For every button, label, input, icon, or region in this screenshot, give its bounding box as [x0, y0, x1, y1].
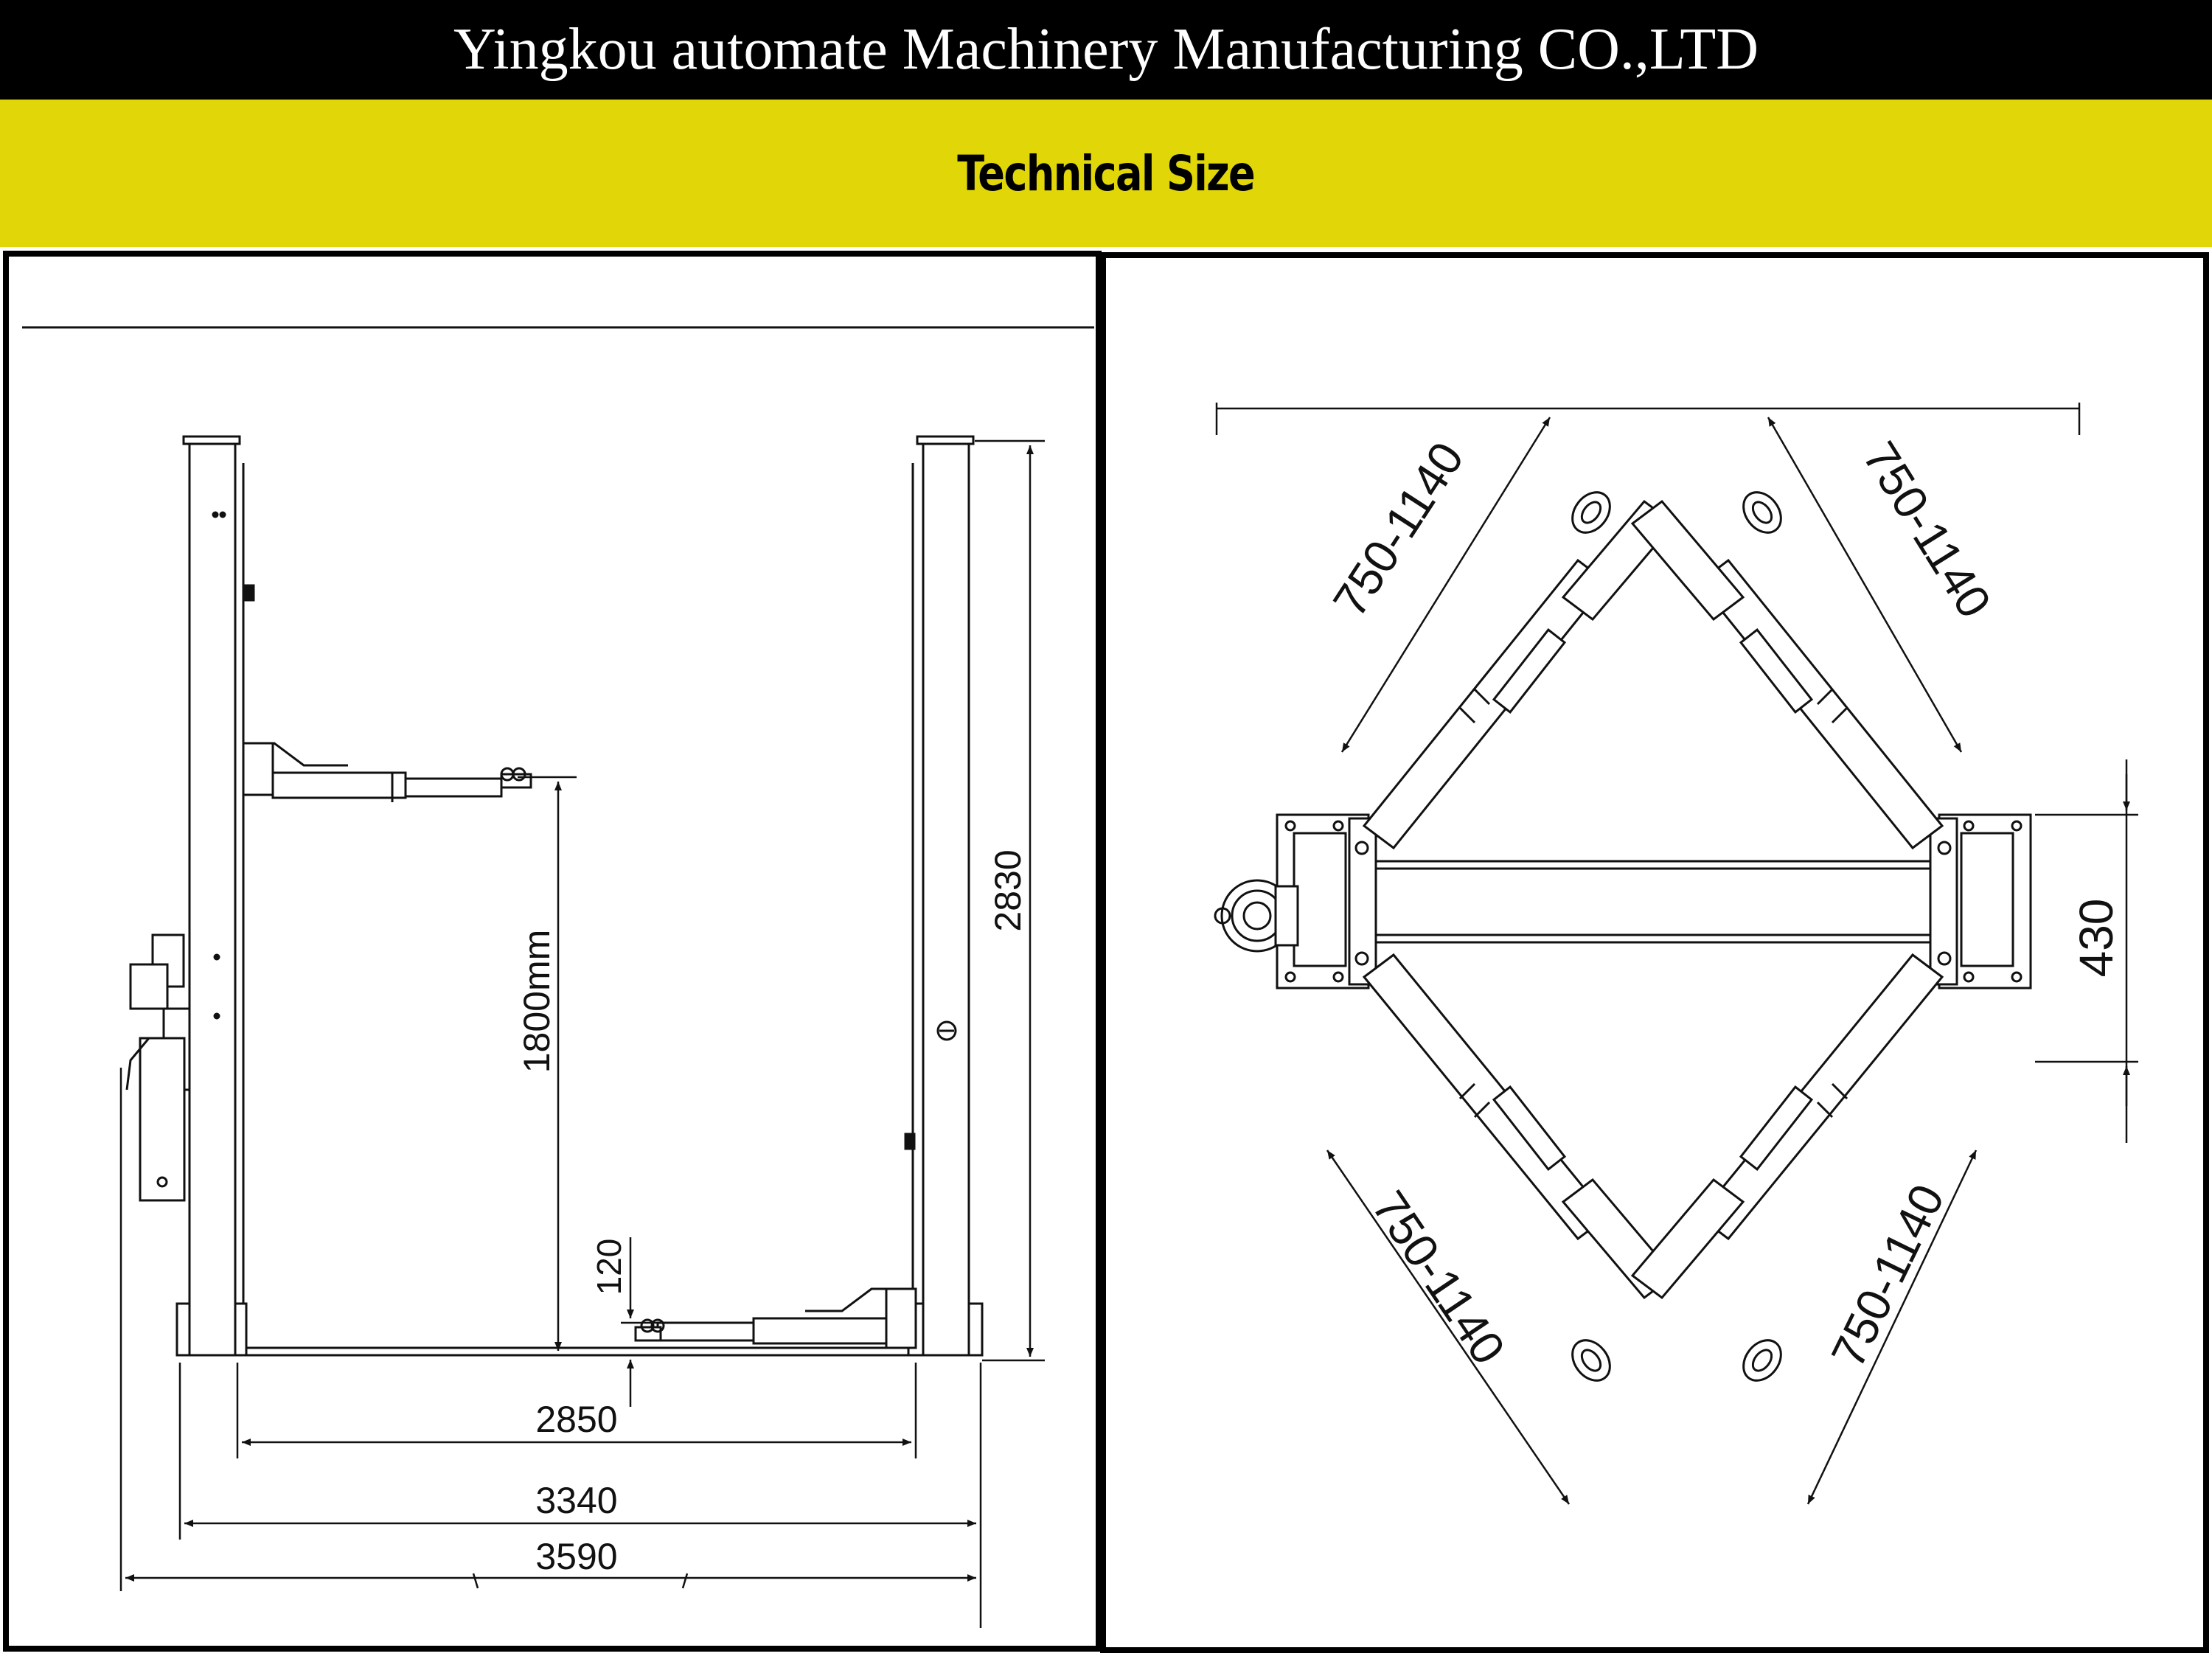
- column-depth-dimension: [2035, 759, 2138, 1143]
- dim-arm-upper-left: 750-1140: [1323, 433, 1474, 626]
- section-banner: Technical Size: [0, 100, 2212, 247]
- dim-120: 120: [590, 1239, 628, 1295]
- arm-lower-right: [1630, 953, 1944, 1382]
- right-column: [904, 435, 984, 1357]
- arm-upper-right: [1630, 491, 1944, 850]
- overall-width-line: [1215, 403, 2081, 435]
- raised-arm: [242, 742, 532, 802]
- motor-top: [1214, 879, 1299, 953]
- lift-height-dimension: [518, 776, 577, 1351]
- width-dimensions: [119, 1068, 982, 1628]
- top-view-panel: 750-1140 750-1140 750-1140 750-1140 430: [1100, 252, 2209, 1653]
- section-title: Technical Size: [957, 145, 1256, 202]
- company-name: Yingkou automate Machinery Manufacturing…: [453, 17, 1759, 82]
- top-view-drawing: 750-1140 750-1140 750-1140 750-1140 430: [1214, 403, 2138, 1505]
- dim-arm-upper-right: 750-1140: [1853, 433, 2002, 627]
- dim-arm-lower-right: 750-1140: [1821, 1176, 1955, 1375]
- left-column: [175, 435, 255, 1357]
- lowered-arm: [634, 1287, 917, 1349]
- dim-2830: 2830: [987, 849, 1029, 931]
- power-unit: [125, 933, 220, 1202]
- arm-lower-left: [1362, 953, 1676, 1382]
- dim-arm-lower-left: 750-1140: [1362, 1181, 1515, 1374]
- height-dimension: [975, 439, 1045, 1362]
- dim-3340: 3340: [535, 1480, 617, 1521]
- company-header: Yingkou automate Machinery Manufacturing…: [0, 0, 2212, 100]
- dim-2850: 2850: [535, 1399, 617, 1440]
- dim-3590: 3590: [535, 1536, 617, 1577]
- side-view-panel: 2830 1800mm 120 2850 3340 3590: [3, 251, 1102, 1652]
- arm-dimension-lines: [1326, 417, 1978, 1505]
- floor-plate: [245, 1346, 910, 1357]
- dim-1800mm: 1800mm: [516, 930, 557, 1074]
- min-height-dimension: [621, 1237, 658, 1407]
- right-column-top: [1929, 813, 2032, 990]
- side-view-drawing: 2830 1800mm 120 2850 3340 3590: [22, 326, 1094, 1628]
- crossbeam: [1376, 860, 1930, 944]
- dim-column-depth: 430: [2070, 899, 2123, 978]
